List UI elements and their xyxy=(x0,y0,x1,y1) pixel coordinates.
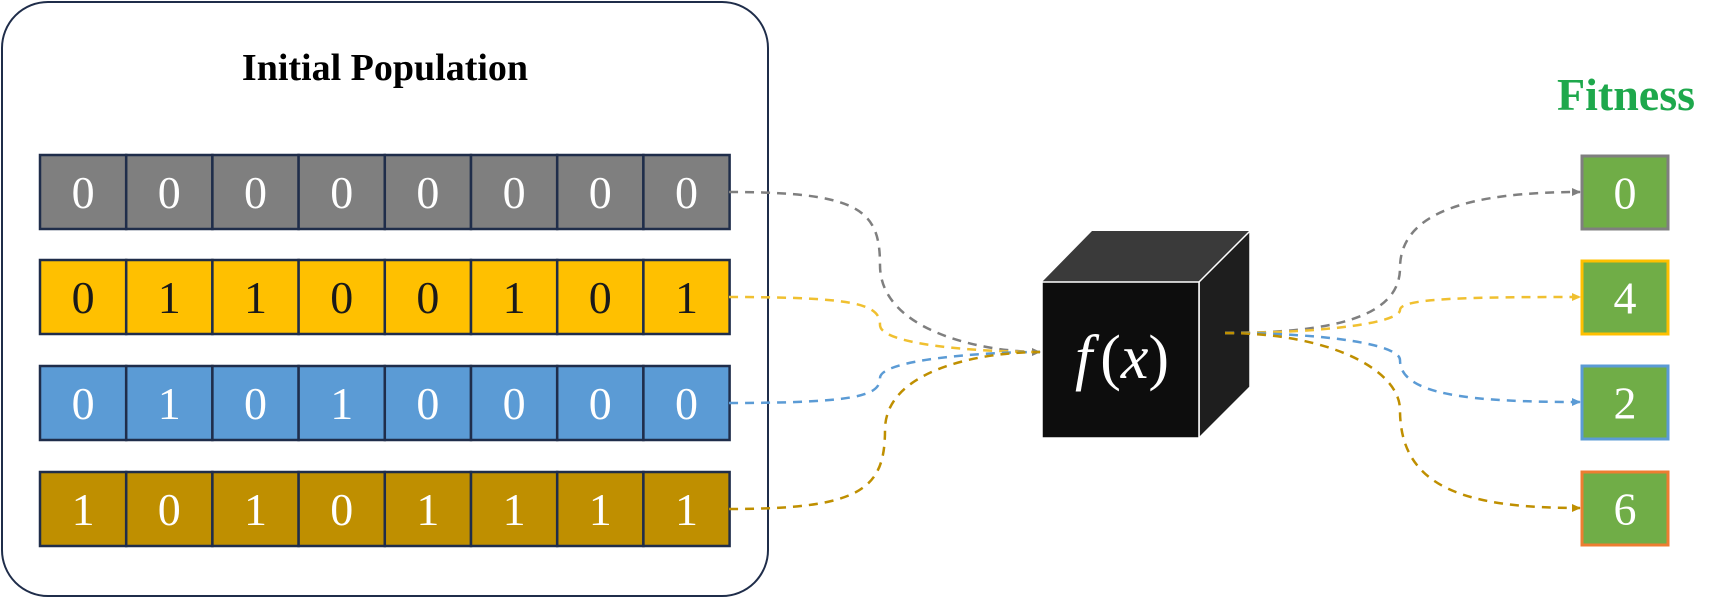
chromosome-row: 0 0 0 0 0 0 0 0 xyxy=(38,153,731,231)
function-cube: f(x) xyxy=(1041,229,1251,440)
gene-value: 1 xyxy=(244,484,267,535)
gene-cell xyxy=(38,364,128,442)
gene-cell xyxy=(211,364,300,442)
gene-cell xyxy=(642,258,731,336)
fitness-title: Fitness xyxy=(1557,69,1695,120)
gene-value: 1 xyxy=(416,484,439,535)
fitness-box xyxy=(1580,154,1670,231)
connector-row-3 xyxy=(728,350,1041,405)
fitness-value: 6 xyxy=(1614,484,1637,535)
gene-cell xyxy=(383,470,473,548)
gene-cell xyxy=(211,153,300,231)
gene-value: 0 xyxy=(330,167,353,218)
fitness-box xyxy=(1580,470,1670,547)
connector-row-4 xyxy=(728,350,1041,511)
output-connector-4 xyxy=(1224,331,1581,512)
fitness-box xyxy=(1580,259,1670,336)
gene-cell xyxy=(297,364,387,442)
gene-value: 0 xyxy=(503,378,526,429)
gene-value: 0 xyxy=(589,378,612,429)
gene-value: 0 xyxy=(244,378,267,429)
population-title: Initial Population xyxy=(242,47,528,89)
gene-value: 1 xyxy=(158,272,181,323)
gene-cell xyxy=(38,258,128,336)
fitness-value: 2 xyxy=(1614,378,1637,429)
output-connector-2 xyxy=(1224,293,1581,335)
gene-value: 0 xyxy=(72,272,95,323)
gene-value: 0 xyxy=(416,272,439,323)
gene-cell xyxy=(211,470,300,548)
gene-value: 1 xyxy=(330,378,353,429)
gene-cell xyxy=(38,153,128,231)
gene-value: 0 xyxy=(158,167,181,218)
gene-cell xyxy=(642,364,731,442)
gene-value: 0 xyxy=(72,167,95,218)
gene-value: 1 xyxy=(503,272,526,323)
fitness-boxes: 0 4 2 6 xyxy=(1580,154,1670,547)
connector-row-2 xyxy=(728,295,1041,354)
gene-cell xyxy=(642,470,731,548)
gene-value: 0 xyxy=(589,272,612,323)
gene-value: 1 xyxy=(675,484,698,535)
chromosome-row: 0 1 1 0 0 1 0 1 xyxy=(38,258,731,336)
gene-value: 1 xyxy=(72,484,95,535)
gene-value: 0 xyxy=(72,378,95,429)
gene-cell xyxy=(642,153,731,231)
gene-cell xyxy=(383,258,473,336)
fitness-value: 0 xyxy=(1614,168,1637,219)
gene-value: 0 xyxy=(330,484,353,535)
gene-value: 1 xyxy=(589,484,612,535)
chromosome-rows: 0 0 0 0 0 0 0 0 0 1 1 0 0 1 0 1 0 1 0 1 0 0 0 0 1 0 1 0 1 1 1 1 xyxy=(38,153,731,548)
function-label: f(x) xyxy=(1075,324,1169,392)
gene-value: 1 xyxy=(503,484,526,535)
connector-row-1 xyxy=(728,190,1041,356)
fitness-box xyxy=(1580,364,1670,441)
gene-cell xyxy=(124,258,214,336)
gene-cell xyxy=(469,258,559,336)
gene-cell xyxy=(555,153,645,231)
gene-value: 0 xyxy=(416,167,439,218)
gene-value: 0 xyxy=(589,167,612,218)
fitness-value: 4 xyxy=(1614,273,1637,324)
chromosome-row: 0 1 0 1 0 0 0 0 xyxy=(38,364,731,442)
output-connector-1 xyxy=(1224,188,1581,335)
gene-value: 1 xyxy=(675,272,698,323)
gene-cell xyxy=(383,364,473,442)
gene-value: 0 xyxy=(158,484,181,535)
cube-front-face xyxy=(1041,281,1200,439)
gene-value: 0 xyxy=(330,272,353,323)
chromosome-row: 1 0 1 0 1 1 1 1 xyxy=(38,470,731,548)
gene-value: 0 xyxy=(675,167,698,218)
gene-value: 0 xyxy=(416,378,439,429)
output-connector-3 xyxy=(1224,331,1581,406)
gene-value: 1 xyxy=(158,378,181,429)
gene-value: 0 xyxy=(244,167,267,218)
gene-cell xyxy=(469,470,559,548)
gene-cell xyxy=(211,258,300,336)
gene-value: 0 xyxy=(675,378,698,429)
gene-value: 1 xyxy=(244,272,267,323)
cube-top-face xyxy=(1042,231,1250,282)
gene-value: 0 xyxy=(503,167,526,218)
